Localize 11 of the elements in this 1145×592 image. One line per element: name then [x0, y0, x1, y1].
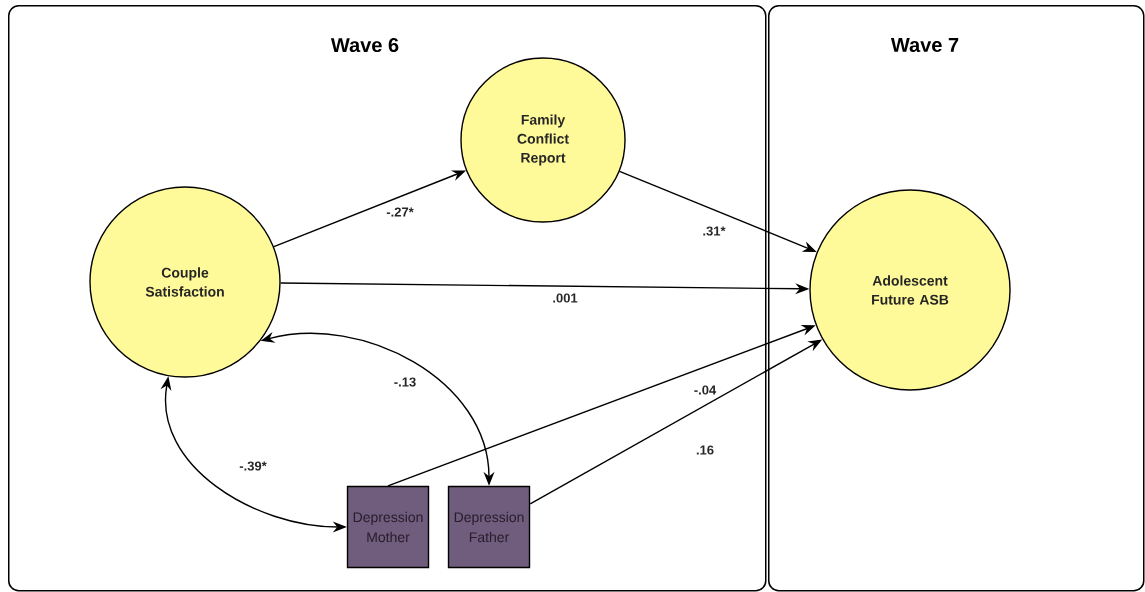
edge-label: -.39* — [237, 459, 269, 473]
edge-label: -.04 — [692, 383, 718, 397]
edge-label: .31* — [700, 224, 728, 238]
panel-title: Wave 6 — [330, 37, 399, 53]
edge-label: -.13 — [392, 375, 418, 389]
panel-title: Wave 7 — [890, 38, 959, 52]
edge-label: .16 — [694, 443, 716, 457]
edge-label: -.27* — [384, 205, 416, 219]
edge-label: .001 — [550, 291, 580, 305]
observed-box: Depression Mother — [346, 485, 430, 569]
observed-box: Depression Father — [447, 485, 531, 569]
